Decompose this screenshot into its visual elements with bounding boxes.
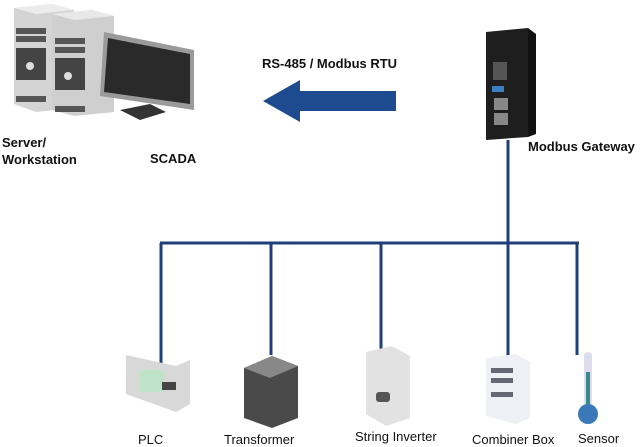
transformer-icon	[244, 356, 298, 428]
device-label-plc: PLC	[138, 432, 164, 447]
device-label-combiner-box: Combiner Box	[472, 432, 555, 447]
string-inverter-icon	[366, 346, 410, 426]
monitor-icon	[100, 32, 194, 120]
left-arrow-icon	[263, 80, 396, 122]
scada-label: SCADA	[150, 151, 197, 166]
combiner-box-icon	[486, 354, 530, 424]
device-label-string-inverter: String Inverter	[355, 429, 437, 444]
device-label-sensor: Sensor	[578, 431, 620, 446]
protocol-label: RS-485 / Modbus RTU	[262, 56, 398, 71]
rs485-bus	[159, 140, 579, 365]
device-label-transformer: Transformer	[224, 432, 295, 447]
server-label-line2: Workstation	[2, 152, 77, 167]
thermometer-sensor-icon	[578, 352, 598, 424]
server-label-line1: Server/	[2, 135, 47, 150]
gateway-label: Modbus Gateway	[528, 139, 635, 154]
modbus-gateway-icon	[486, 28, 536, 140]
plc-icon	[126, 355, 190, 412]
server-workstation-label: Server/ Workstation	[2, 134, 77, 168]
server-tower-icon	[52, 10, 114, 116]
